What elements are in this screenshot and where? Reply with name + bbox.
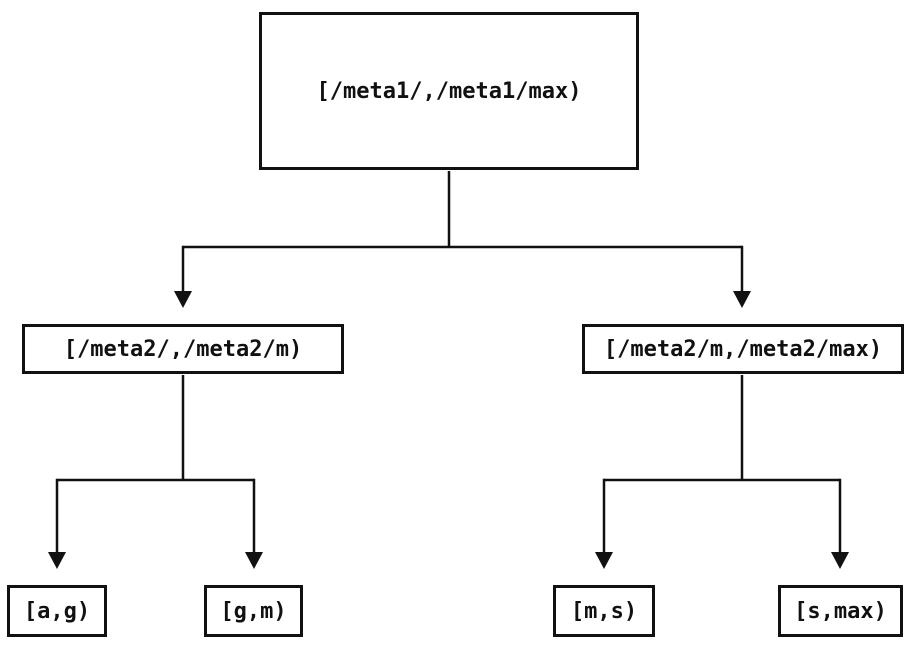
arrow-down-icon xyxy=(174,291,192,308)
tree-node-leaf-ag: [a,g) xyxy=(7,585,107,637)
tree-node-leaf-smax: [s,max) xyxy=(778,585,903,637)
node-label: [/meta2/,/meta2/m) xyxy=(63,336,303,362)
arrow-down-icon xyxy=(48,552,66,569)
tree-node-meta2-high: [/meta2/m,/meta2/max) xyxy=(582,324,904,374)
tree-node-leaf-gm: [g,m) xyxy=(204,585,303,637)
tree-node-root: [/meta1/,/meta1/max) xyxy=(259,12,639,170)
tree-node-leaf-ms: [m,s) xyxy=(553,585,655,637)
arrow-down-icon xyxy=(831,552,849,569)
node-label: [/meta2/m,/meta2/max) xyxy=(603,336,883,362)
node-label: [m,s) xyxy=(570,598,638,624)
node-label: [s,max) xyxy=(794,598,887,624)
node-label: [g,m) xyxy=(220,598,287,624)
arrow-down-icon xyxy=(733,291,751,308)
tree-node-meta2-low: [/meta2/,/meta2/m) xyxy=(22,324,344,374)
node-label: [a,g) xyxy=(23,598,91,624)
arrow-down-icon xyxy=(595,552,613,569)
node-label: [/meta1/,/meta1/max) xyxy=(316,78,582,104)
arrow-down-icon xyxy=(245,552,263,569)
